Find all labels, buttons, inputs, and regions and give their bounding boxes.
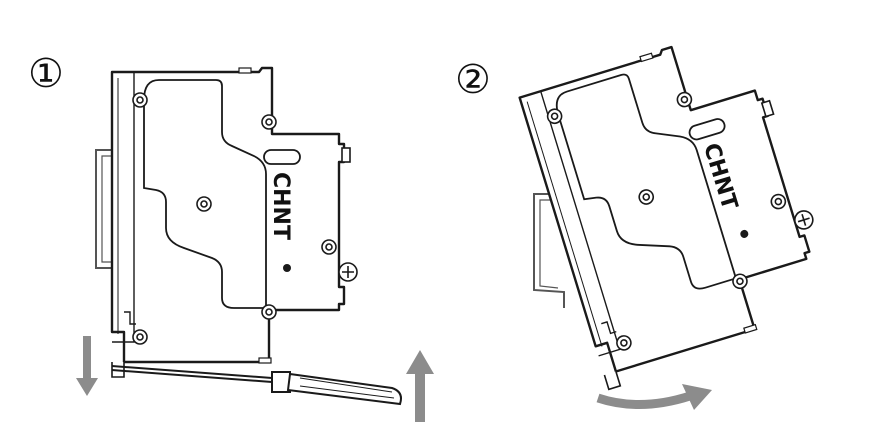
step-2-group: CHNT [517,21,845,410]
step-1-number: ① [28,51,64,97]
circuit-breaker-step-2: CHNT [517,21,845,391]
up-arrow-icon [406,350,434,422]
circuit-breaker-step-1: CHNT [110,66,359,379]
down-arrow-icon [76,336,98,396]
step-1-group: CHNT [76,66,434,422]
din-rail-inner-step-1 [101,155,112,263]
screwdriver-icon [111,365,402,406]
step-2-number: ② [455,57,491,103]
din-rail-step-1 [95,149,112,269]
din-rail-inner-step-2 [539,199,559,289]
brand-mark-step-2 [740,229,749,238]
brand-label-step-1: CHNT [268,172,293,240]
brand-mark-step-1 [283,264,291,272]
din-rail-step-2 [533,193,565,308]
rotate-arrow-icon [596,384,712,410]
